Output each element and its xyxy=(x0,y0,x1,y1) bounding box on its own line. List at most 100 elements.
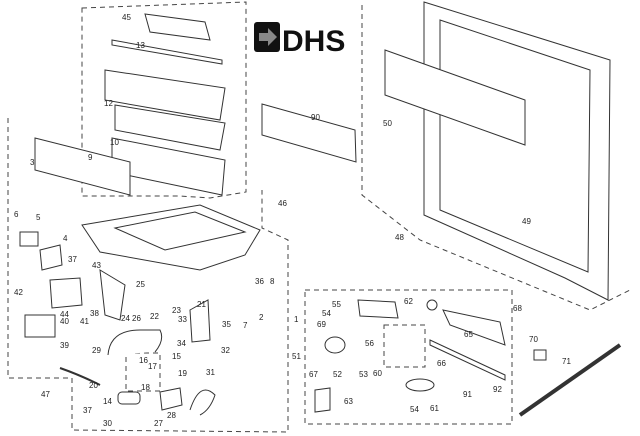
part-61-clamp xyxy=(405,378,435,392)
part-label-13: 13 xyxy=(136,41,145,50)
part-label-31: 31 xyxy=(206,368,215,377)
part-label-14: 14 xyxy=(103,397,112,406)
part-label-35: 35 xyxy=(222,320,231,329)
part-label-45: 45 xyxy=(122,13,131,22)
part-label-38: 38 xyxy=(90,309,99,318)
part-label-91: 91 xyxy=(463,390,472,399)
part-label-26: 26 xyxy=(132,314,141,323)
part-label-36: 36 xyxy=(255,277,264,286)
part-label-28: 28 xyxy=(167,411,176,420)
part-47-wire xyxy=(59,367,101,386)
part-label-5: 5 xyxy=(36,213,41,222)
part-label-15: 15 xyxy=(172,352,181,361)
kit-boundary xyxy=(304,289,513,425)
part-67-bracket xyxy=(314,387,331,413)
part-label-44: 44 xyxy=(60,310,69,319)
main-assembly-boundary xyxy=(7,118,289,433)
part-label-21: 21 xyxy=(197,300,206,309)
part-label-62: 62 xyxy=(404,297,413,306)
valve-group-boundary xyxy=(125,352,161,392)
part-label-52: 52 xyxy=(333,370,342,379)
part-55-gasket xyxy=(357,299,399,319)
part-62-ring xyxy=(426,299,438,311)
part-label-47: 47 xyxy=(41,390,50,399)
part-19-regulator xyxy=(159,387,183,411)
part-13-rail xyxy=(111,39,223,65)
part-label-3: 3 xyxy=(30,158,35,167)
part-label-6: 6 xyxy=(14,210,19,219)
part-label-17: 17 xyxy=(148,362,157,371)
burner-group-boundary xyxy=(81,1,247,199)
part-label-19: 19 xyxy=(178,369,187,378)
part-label-24: 24 xyxy=(121,314,130,323)
part-label-37: 37 xyxy=(83,406,92,415)
part-label-71: 71 xyxy=(562,357,571,366)
part-label-46: 46 xyxy=(278,199,287,208)
part-label-22: 22 xyxy=(150,312,159,321)
part-label-42: 42 xyxy=(14,288,23,297)
part-70-block xyxy=(533,349,547,361)
part-label-33: 33 xyxy=(178,315,187,324)
part-label-1: 1 xyxy=(294,315,299,324)
part-label-63: 63 xyxy=(344,397,353,406)
part-39-module xyxy=(24,314,56,338)
part-label-12: 12 xyxy=(104,99,113,108)
part-label-65: 65 xyxy=(464,330,473,339)
part-32-bracket xyxy=(189,299,211,343)
part-label-2: 2 xyxy=(259,313,264,322)
part-label-92: 92 xyxy=(493,385,502,394)
part-label-90: 90 xyxy=(311,113,320,122)
part-label-56: 56 xyxy=(365,339,374,348)
part-label-68: 68 xyxy=(513,304,522,313)
part-label-29: 29 xyxy=(92,346,101,355)
part-31-tube xyxy=(189,389,216,416)
part-label-34: 34 xyxy=(177,339,186,348)
part-label-4: 4 xyxy=(63,234,68,243)
part-label-41: 41 xyxy=(80,317,89,326)
part-45-shield xyxy=(144,13,211,41)
part-90-panel xyxy=(261,103,357,163)
part-label-48: 48 xyxy=(395,233,404,242)
part-label-7: 7 xyxy=(243,321,248,330)
part-4-pilot xyxy=(39,244,63,271)
part-43-shield xyxy=(99,269,126,321)
part-3-panel xyxy=(34,137,131,196)
part-label-20: 20 xyxy=(89,381,98,390)
part-label-55: 55 xyxy=(332,300,341,309)
part-label-32: 32 xyxy=(221,346,230,355)
part-label-23: 23 xyxy=(172,306,181,315)
subkit-boundary xyxy=(383,324,426,368)
part-label-8: 8 xyxy=(270,277,275,286)
part-label-9: 9 xyxy=(88,153,93,162)
part-label-49: 49 xyxy=(522,217,531,226)
part-68-handle xyxy=(442,309,506,346)
part-label-25: 25 xyxy=(136,280,145,289)
part-label-66: 66 xyxy=(437,359,446,368)
part-label-51: 51 xyxy=(292,352,301,361)
part-label-39: 39 xyxy=(60,341,69,350)
part-label-70: 70 xyxy=(529,335,538,344)
part-50-baffle xyxy=(384,49,526,146)
part-29-tube xyxy=(107,329,163,356)
part-label-18: 18 xyxy=(141,383,150,392)
part-71-rod xyxy=(518,343,622,417)
part-69-tape xyxy=(324,336,346,354)
part-38-bracket xyxy=(49,277,83,309)
part-5-igniter xyxy=(19,231,39,247)
burner-tray-inner xyxy=(113,211,247,251)
part-12-logs xyxy=(104,69,226,121)
part-label-60: 60 xyxy=(373,369,382,378)
part-label-10: 10 xyxy=(110,138,119,147)
dhs-logo: DHS xyxy=(254,22,345,58)
part-label-40: 40 xyxy=(60,317,69,326)
part-14-valve xyxy=(117,391,141,405)
part-label-50: 50 xyxy=(383,119,392,128)
part-65-bar xyxy=(429,339,506,381)
part-label-53: 53 xyxy=(359,370,368,379)
firebox-boundary xyxy=(361,5,631,311)
part-label-54: 54 xyxy=(410,405,419,414)
part-label-69: 69 xyxy=(317,320,326,329)
part-label-37: 37 xyxy=(68,255,77,264)
